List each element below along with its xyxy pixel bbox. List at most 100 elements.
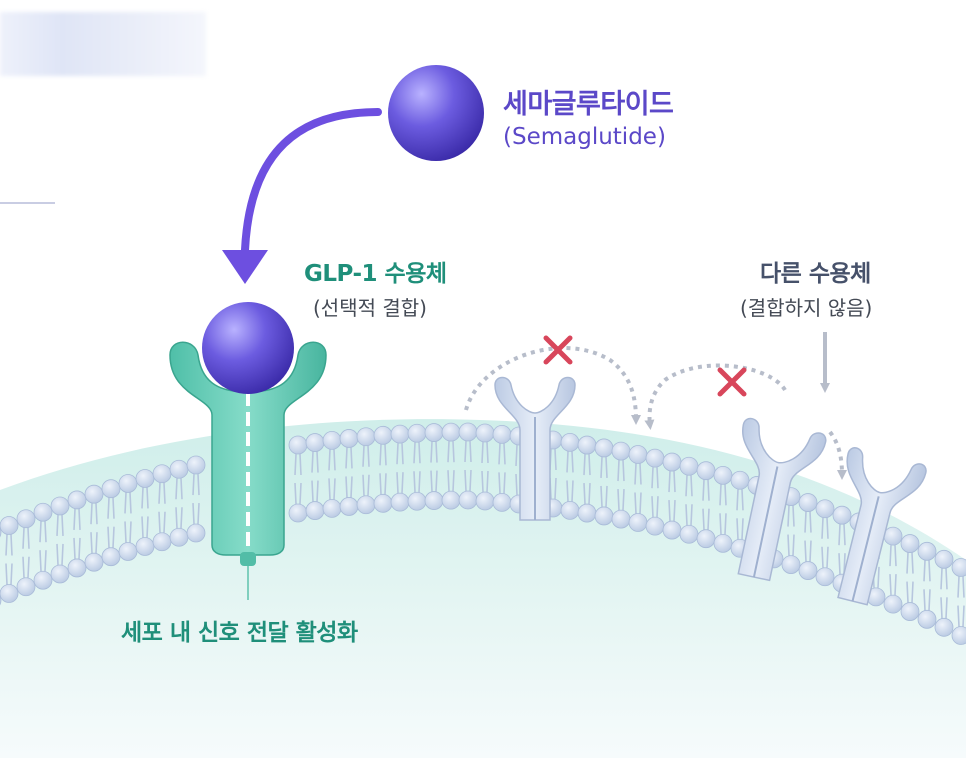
blocked-path-2 <box>644 363 787 430</box>
lipid-head <box>390 492 410 512</box>
lipid-head <box>900 534 920 553</box>
lipid-head <box>475 423 495 443</box>
other-receptor-dotted-arrow <box>828 430 847 480</box>
lipid-head <box>441 490 461 510</box>
lipid-head <box>815 499 835 519</box>
lipid-head <box>186 455 206 475</box>
lipid-head <box>407 491 427 511</box>
decorative-line <box>0 202 55 204</box>
lipid-tail <box>362 445 370 496</box>
lipid-tail <box>379 444 387 495</box>
lipid-head <box>67 558 87 578</box>
lipid-tail <box>719 484 727 535</box>
glp1-receptor-label: GLP-1 수용체 <box>304 261 447 287</box>
lipid-head <box>492 424 512 444</box>
lipid-head <box>934 549 954 569</box>
lipid-tail <box>396 443 404 494</box>
lipid-head <box>356 495 376 515</box>
lipid-head <box>730 470 750 490</box>
lipid-head <box>118 542 138 561</box>
lipid-head <box>0 527 2 538</box>
lipid-tail <box>923 560 931 611</box>
lipid-head <box>662 452 682 472</box>
lipid-head <box>662 520 682 540</box>
lipid-head <box>917 541 937 561</box>
lipid-head <box>16 509 36 529</box>
binding-arrow <box>241 108 382 254</box>
lipid-tail <box>940 568 948 619</box>
lipid-tail <box>107 497 115 548</box>
lipid-head <box>475 491 495 511</box>
lipid-head <box>339 497 359 516</box>
lipid-head <box>33 502 53 522</box>
blurred-logo <box>0 12 206 76</box>
lipid-tail <box>957 576 965 627</box>
lipid-tail <box>787 505 795 556</box>
lipid-head <box>458 490 478 510</box>
lipid-head <box>713 533 733 553</box>
lipid-head <box>84 484 104 504</box>
lipid-head <box>169 527 189 547</box>
lipid-head <box>577 435 597 455</box>
other-receptor <box>837 447 927 606</box>
lipid-head <box>951 558 966 577</box>
lipid-tail <box>804 511 812 562</box>
drug-name-en-label: (Semaglutide) <box>503 124 666 150</box>
lipid-tail <box>617 460 625 511</box>
lipid-tail <box>124 492 132 543</box>
lipid-head <box>322 430 342 450</box>
lipid-head <box>101 547 121 567</box>
lipid-tail <box>634 463 642 514</box>
lipid-head <box>0 584 19 603</box>
lipid-head <box>441 422 461 442</box>
other-receptor <box>494 376 576 521</box>
lipid-head <box>0 595 2 606</box>
lipid-tail <box>158 482 166 533</box>
lipid-head <box>628 445 648 464</box>
lipid-head <box>322 498 342 518</box>
lipid-tail <box>906 552 914 603</box>
lipid-head <box>611 441 631 461</box>
lipid-head <box>594 506 614 526</box>
lipid-head <box>424 491 444 510</box>
lipid-tail <box>889 545 897 596</box>
lipid-head <box>917 609 937 629</box>
lipid-head <box>0 516 19 535</box>
lipid-head <box>628 513 648 532</box>
lipid-tail <box>175 478 183 529</box>
lipid-head <box>118 474 138 493</box>
lipid-head <box>288 435 308 455</box>
lipid-head <box>696 461 716 481</box>
blocked-x-icon <box>717 367 747 397</box>
lipid-head <box>152 532 172 552</box>
glp1-receptor <box>169 341 327 600</box>
lipid-head <box>492 492 512 512</box>
semaglutide-molecule <box>388 65 484 161</box>
lipid-head <box>951 626 966 645</box>
lipid-head <box>186 523 206 543</box>
lipid-head <box>611 509 631 529</box>
lipid-head <box>815 567 835 587</box>
lipid-head <box>67 490 87 510</box>
semaglutide-bound-molecule <box>202 302 294 394</box>
lipid-head <box>679 456 699 476</box>
lipid-tail <box>39 521 47 572</box>
lipid-head <box>594 438 614 458</box>
lipid-tail <box>498 443 506 494</box>
lipid-head <box>305 501 325 520</box>
lipid-head <box>33 570 53 590</box>
lipid-head <box>798 493 818 512</box>
lipid-head <box>883 526 903 546</box>
lipid-tail <box>600 456 608 507</box>
blocked-x-icon <box>543 335 573 365</box>
lipid-head <box>424 423 444 442</box>
lipid-head <box>696 529 716 549</box>
lipid-head <box>560 500 580 520</box>
lipid-tail <box>702 479 710 530</box>
lipid-tail <box>294 453 302 505</box>
lipid-head <box>883 594 903 614</box>
lipid-tail <box>90 503 98 554</box>
lipid-head <box>645 516 665 536</box>
lipid-head <box>356 427 376 447</box>
binding-arrow-head <box>222 250 268 284</box>
